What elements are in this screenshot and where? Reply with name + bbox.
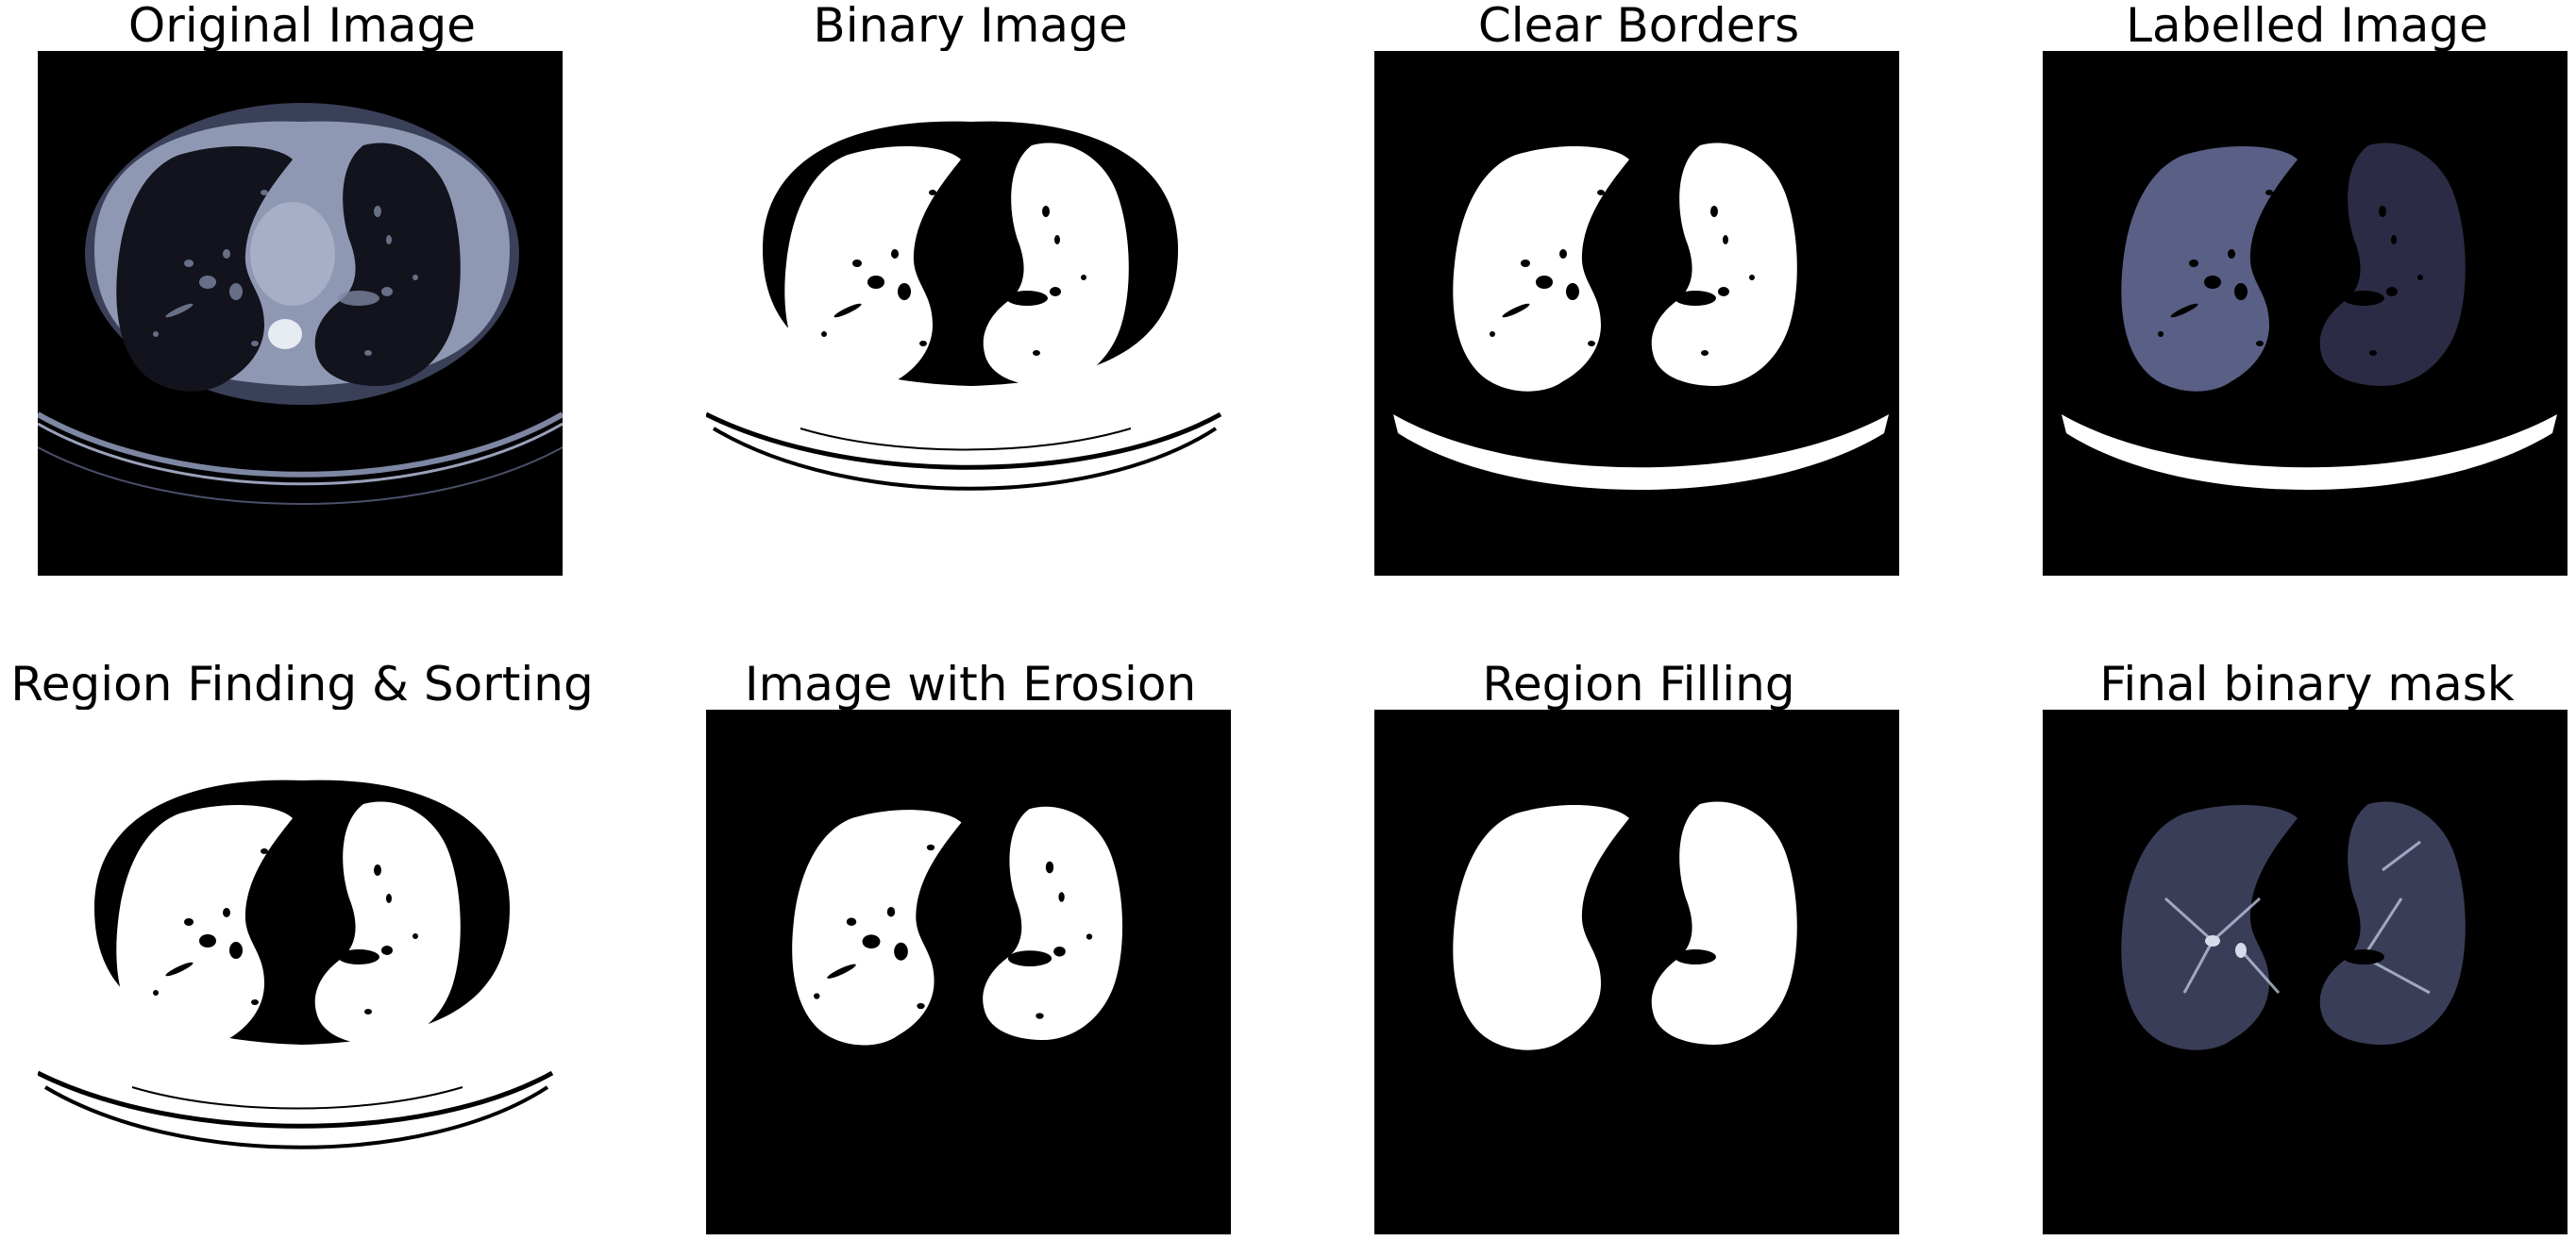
panel-title-erosion: Image with Erosion (744, 657, 1197, 712)
panel-title-region-finding: Region Finding & Sorting (10, 657, 594, 712)
panel-title-labelled: Labelled Image (2126, 0, 2488, 53)
clear-borders-image (1374, 51, 1899, 576)
panel-title-clear-borders: Clear Borders (1477, 0, 1800, 53)
labelled-image (2043, 51, 2568, 576)
panel-title-final-mask: Final binary mask (2099, 657, 2515, 712)
original-ct-image (38, 51, 563, 576)
region-filling-image (1374, 710, 1899, 1234)
erosion-image (706, 710, 1231, 1234)
final-binary-mask-image (2043, 710, 2568, 1234)
region-finding-image (38, 710, 563, 1234)
panel-title-region-filling: Region Filling (1482, 657, 1795, 712)
binary-image (706, 51, 1231, 576)
panel-title-original: Original Image (127, 0, 477, 53)
panel-title-binary: Binary Image (813, 0, 1128, 53)
